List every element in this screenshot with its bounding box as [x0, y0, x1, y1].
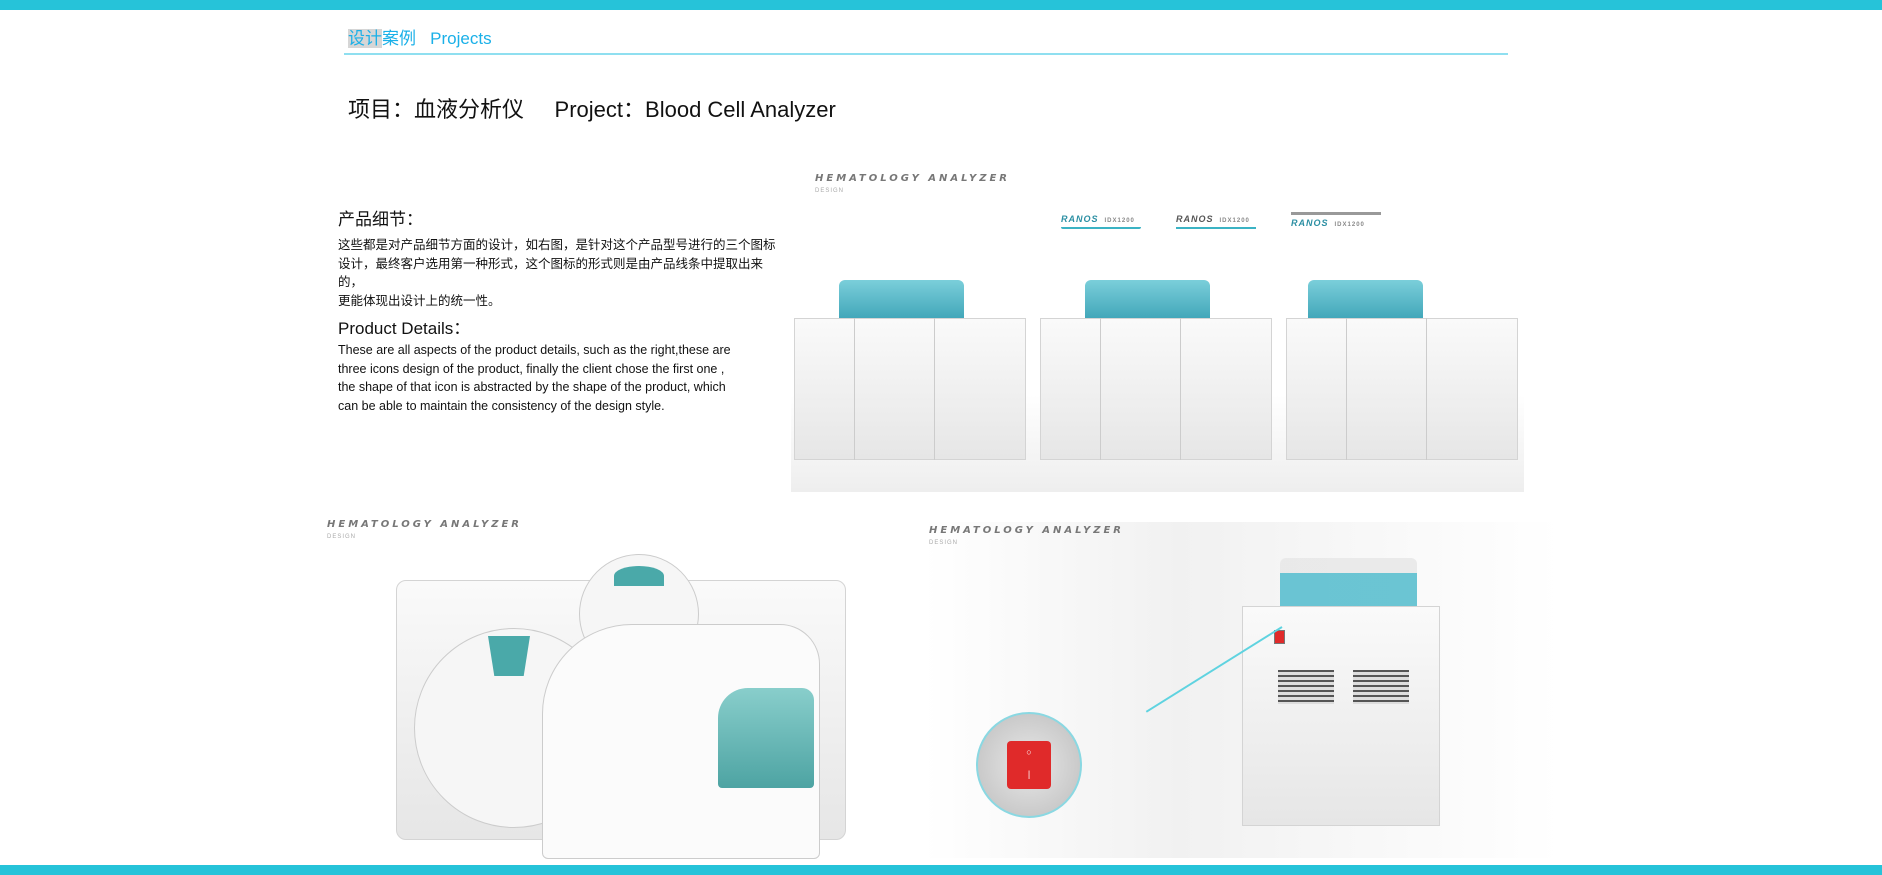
cn-heading: 产品细节： [338, 210, 423, 229]
en-paragraph: These are all aspects of the product det… [338, 341, 778, 415]
section-cn-highlight: 设计 [348, 29, 382, 48]
brand-text: HEMATOLOGY ANALYZER [327, 519, 522, 530]
brand-sub: DESIGN [929, 540, 959, 546]
section-cn: 案例 [382, 29, 416, 48]
analyzer-machine [794, 280, 1026, 470]
cn-paragraph: 这些都是对产品细节方面的设计，如右图，是针对这个产品型号进行的三个图标 设计，最… [338, 236, 778, 310]
power-switch-small [1274, 630, 1285, 644]
side-view-image: HEMATOLOGY ANALYZER DESIGN ○| [924, 522, 1560, 858]
brand-text: HEMATOLOGY ANALYZER [929, 525, 1124, 536]
en-heading: Product Details： [338, 319, 471, 338]
brand-text: HEMATOLOGY ANALYZER [815, 173, 1010, 184]
top-accent-bar [0, 0, 1882, 10]
bottom-accent-bar [0, 865, 1882, 875]
en-line: the shape of that icon is abstracted by … [338, 380, 726, 394]
en-line: These are all aspects of the product det… [338, 343, 731, 357]
en-line: can be able to maintain the consistency … [338, 398, 665, 413]
analyzer-machine [1040, 280, 1272, 470]
section-label: 设计案例 Projects [348, 24, 492, 49]
power-switch-icon: ○| [1007, 741, 1051, 789]
cn-line: 更能体现出设计上的统一性。 [338, 293, 501, 308]
cn-line: 设计，最终客户选用第一种形式，这个图标的形式则是由产品线条中提取出来的， [338, 256, 764, 290]
page-title: 项目：血液分析仪 Project：Blood Cell Analyzer [348, 97, 836, 122]
brand-sub: DESIGN [327, 534, 357, 540]
header-divider [344, 53, 1508, 55]
analyzer-machine [1286, 280, 1518, 470]
section-en: Projects [430, 29, 492, 48]
en-line: three icons design of the product, final… [338, 361, 725, 376]
brand-sub: DESIGN [815, 188, 845, 194]
top-view-image: HEMATOLOGY ANALYZER DESIGN [324, 516, 864, 859]
cn-line: 这些都是对产品细节方面的设计，如右图，是针对这个产品型号进行的三个图标 [338, 238, 776, 252]
